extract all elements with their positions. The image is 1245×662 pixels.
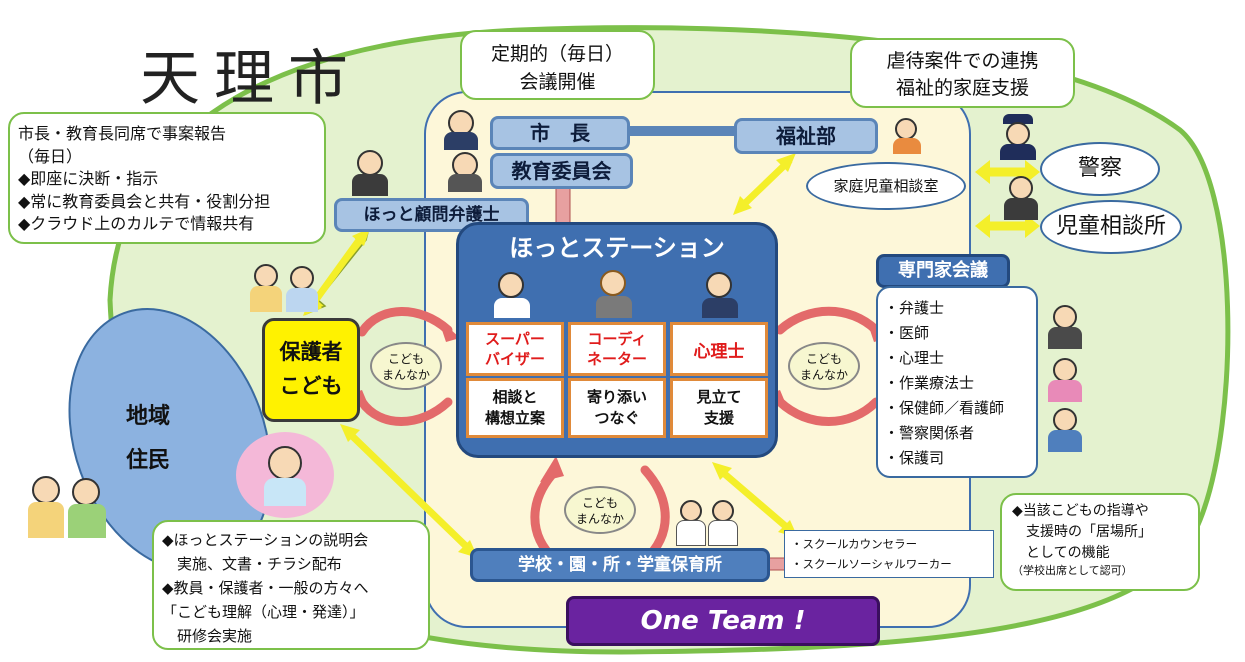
cycle-right-bottom	[775, 397, 881, 426]
abuse-cooperation-box: 虐待案件での連携 福祉的家庭支援	[850, 38, 1075, 108]
role-coordinator: コーディ ネーター	[568, 322, 666, 376]
school-staff-characters-icon	[676, 500, 740, 546]
arrow-guardian-schools-line	[345, 429, 473, 553]
school-staff-item: ・スクールソーシャルワーカー	[791, 557, 952, 571]
expert-members-box: ・弁護士 ・医師 ・心理士 ・作業療法士 ・保健師／看護師 ・警察関係者 ・保護…	[876, 286, 1038, 478]
schools-label: 学校・園・所・学童保育所	[470, 548, 770, 582]
psychologist-character-icon	[700, 270, 740, 318]
one-team-banner: One Team !	[566, 596, 880, 646]
expert-character-1-icon	[1048, 305, 1082, 349]
expert-member: ・作業療法士	[884, 374, 975, 392]
place-function-text: ◆当該こどもの指導や 支援時の「居場所」 としての機能	[1012, 503, 1152, 561]
mayor-welfare-connector	[630, 126, 740, 136]
education-board-label: 教育委員会	[490, 153, 633, 189]
supervisor-character-icon	[492, 270, 532, 318]
expert-member: ・保護司	[884, 449, 945, 467]
arrow-welfare-station-line	[737, 157, 793, 211]
expert-character-2-icon	[1048, 358, 1082, 402]
child-center-bottom: こども まんなか	[564, 486, 636, 534]
cycle-left-top	[357, 307, 453, 337]
expert-member: ・心理士	[884, 349, 945, 367]
family-consult-room: 家庭児童相談室	[806, 162, 966, 210]
child-center-left: こども まんなか	[370, 342, 442, 390]
role-psychologist: 心理士	[670, 322, 768, 376]
superintendent-character-icon	[448, 152, 484, 192]
mayor-label: 市 長	[490, 116, 630, 150]
task-supervisor: 相談と 構想立案	[466, 378, 564, 438]
child-illustration	[236, 432, 334, 518]
cycle-right-top	[775, 306, 881, 335]
mayor-report-box: 市長・教育長同席で事案報告 （毎日） ◆即座に決断・指示 ◆常に教育委員会と共有…	[8, 112, 326, 244]
task-psychologist: 見立て 支援	[670, 378, 768, 438]
arrow-lawyer-guardian-line	[307, 233, 365, 311]
expert-member: ・弁護士	[884, 299, 945, 317]
welfare-dept-label: 福祉部	[734, 118, 878, 154]
school-staff-box: ・スクールカウンセラー ・スクールソーシャルワーカー	[784, 530, 994, 578]
place-function-box: ◆当該こどもの指導や 支援時の「居場所」 としての機能 （学校出席として認可）	[1000, 493, 1200, 591]
daily-meeting-box: 定期的（毎日） 会議開催	[460, 30, 655, 100]
role-supervisor: スーパー バイザー	[466, 322, 564, 376]
hot-station-title: ほっとステーション	[509, 234, 725, 262]
expert-member: ・医師	[884, 324, 930, 342]
expert-member: ・警察関係者	[884, 424, 975, 442]
residents-people-icon	[28, 476, 110, 538]
city-title: 天理市	[140, 44, 362, 114]
local-residents-label: 地域 住民	[126, 404, 171, 473]
child-center-staff-icon	[1004, 176, 1038, 220]
lawyer-character-icon	[352, 150, 388, 196]
arrow-station-staff-line	[717, 467, 793, 533]
expert-meeting-title: 専門家会議	[876, 254, 1010, 288]
place-function-note: （学校出席として認可）	[1012, 564, 1133, 577]
guardian-child-box: 保護者 こども	[262, 318, 360, 422]
explanation-box: ◆ほっとステーションの説明会 実施、文書・チラシ配布 ◆教員・保護者・一般の方々…	[152, 520, 430, 650]
welfare-character-icon	[893, 118, 921, 154]
expert-character-3-icon	[1048, 408, 1082, 452]
parents-icon	[250, 264, 320, 312]
task-coordinator: 寄り添い つなぐ	[568, 378, 666, 438]
mayor-character-icon	[444, 110, 480, 150]
child-center-right: こども まんなか	[788, 342, 860, 390]
coordinator-character-icon	[594, 268, 634, 318]
child-consult-center-ellipse: 児童相談所	[1040, 200, 1182, 254]
expert-member: ・保健師／看護師	[884, 399, 1005, 417]
police-ellipse: 警察	[1040, 142, 1160, 196]
board-station-connector	[555, 185, 571, 227]
school-staff-item: ・スクールカウンセラー	[791, 537, 918, 551]
police-officer-icon	[1000, 114, 1036, 160]
